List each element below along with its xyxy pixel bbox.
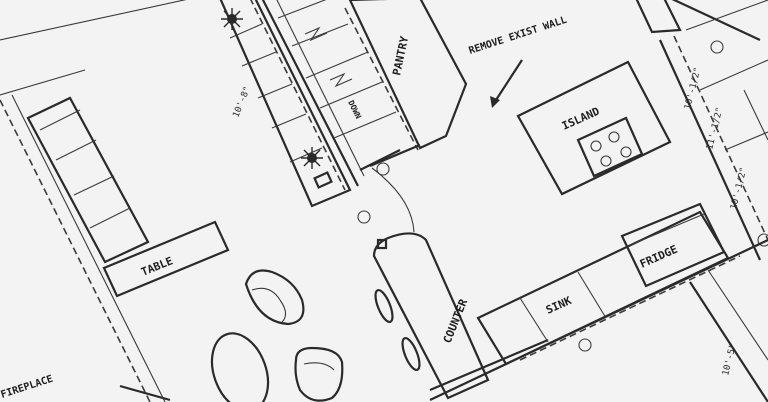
upper-left-walls (0, 0, 187, 96)
armchair-left (244, 269, 305, 326)
lower-right-walls (689, 269, 768, 402)
small-fixture (313, 171, 333, 189)
flower-icon-bottom (301, 147, 323, 169)
door (357, 143, 421, 233)
coffee-table-oval (210, 332, 270, 402)
sofa (26, 96, 150, 264)
flower-icon-top (221, 8, 243, 30)
left-exterior-wall (0, 94, 166, 402)
armchair-right (294, 346, 344, 402)
